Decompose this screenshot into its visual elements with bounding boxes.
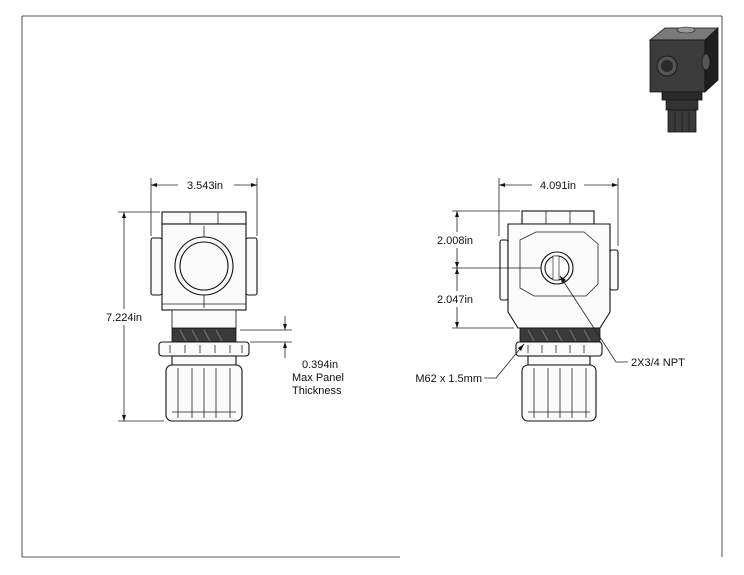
front-dimension-width [150,178,258,236]
side-dimension-heights [452,210,541,329]
port-leader [559,275,628,363]
dim-panel-thickness-text: 0.394in [302,359,338,371]
sheet-border [21,15,723,558]
dim-thread-text: M62 x 1.5mm [415,373,482,385]
front-view [150,211,258,422]
isometric-thumbnail [648,26,720,133]
thread-leader [484,343,525,379]
dim-front-width-text: 3.543in [187,180,223,192]
dim-panel-thickness-label-2: Thickness [292,385,342,397]
dim-overall-height-text: 7.224in [106,312,142,324]
dim-panel-thickness-label-1: Max Panel [292,372,344,384]
dim-lower-height-text: 2.047in [437,294,473,306]
dim-port-text: 2X3/4 NPT [631,357,685,369]
dim-upper-height-text: 2.008in [437,235,473,247]
side-view [499,210,619,422]
dim-side-width-text: 4.091in [540,180,576,192]
panel-thickness-dimension [240,316,292,358]
